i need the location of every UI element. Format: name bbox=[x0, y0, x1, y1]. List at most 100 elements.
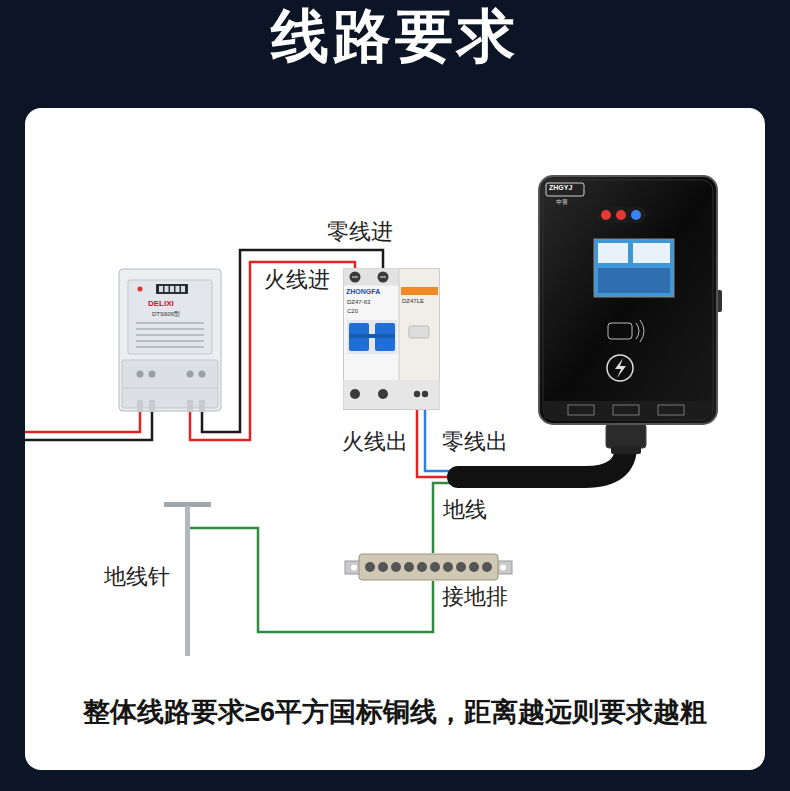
wire-label: 零线出 bbox=[440, 430, 510, 454]
ev-charger-part bbox=[658, 405, 684, 415]
circuit-breaker-part bbox=[344, 269, 440, 410]
electric-meter-part bbox=[199, 400, 205, 412]
circuit-breaker-part bbox=[409, 326, 429, 338]
circuit-breaker: ZHONGFA DZ47-63C20 DZ47LE bbox=[343, 268, 440, 410]
electric-meter-part bbox=[136, 328, 204, 330]
circuit-breaker-part bbox=[352, 276, 358, 277]
circuit-breaker-part bbox=[401, 287, 438, 295]
device-print: 中普 bbox=[556, 199, 568, 206]
electric-meter-part bbox=[176, 286, 180, 292]
ev-charger-part bbox=[608, 323, 632, 339]
ground-bar-part bbox=[351, 565, 357, 571]
circuit-breaker-part bbox=[380, 276, 386, 277]
circuit-breaker-part bbox=[378, 389, 388, 399]
electric-meter-part bbox=[137, 400, 143, 412]
ev-charger-part bbox=[613, 405, 639, 415]
ev-charger-part bbox=[607, 355, 633, 381]
electric-meter-part bbox=[156, 284, 188, 294]
wire-label: 地线 bbox=[441, 498, 489, 522]
ev-charger-part bbox=[598, 268, 670, 293]
ev-charger-part bbox=[616, 210, 626, 220]
ground-rod-part bbox=[190, 527, 215, 530]
ev-charger-part bbox=[601, 210, 611, 220]
electric-meter-art bbox=[118, 268, 222, 412]
ev-charger-part bbox=[594, 239, 674, 297]
ev-charger-part bbox=[598, 243, 628, 263]
electric-meter-part bbox=[136, 322, 204, 324]
electric-meter-part bbox=[138, 287, 143, 292]
circuit-breaker-part bbox=[344, 380, 440, 409]
supply-neutral-wire bbox=[25, 412, 152, 440]
circuit-breaker-part bbox=[347, 320, 397, 354]
ev-charger-part bbox=[615, 358, 626, 378]
device-print: DZ47-63 bbox=[347, 299, 370, 306]
page-title: 线路要求 bbox=[0, 4, 790, 68]
ground-bar-part bbox=[482, 562, 492, 572]
ev-charger-part bbox=[633, 243, 670, 263]
circuit-breaker-part bbox=[350, 272, 361, 283]
ground-rod: 地线针 bbox=[160, 500, 215, 660]
page-caption: 整体线路要求≥6平方国标铜线，距离越远则要求越粗 bbox=[0, 696, 790, 728]
device-print: DELIXI bbox=[148, 300, 174, 309]
device-print: ZHGYJ bbox=[549, 184, 572, 192]
ground-rod-part bbox=[185, 506, 190, 656]
electric-meter-part bbox=[170, 286, 174, 292]
ev-charger-part bbox=[636, 320, 644, 342]
device-print: DZ47LE bbox=[402, 298, 424, 305]
electric-meter-part bbox=[122, 388, 218, 389]
ground-bar-part bbox=[417, 562, 427, 572]
ground-bar-part bbox=[365, 562, 375, 572]
ground-bar: 接地排 bbox=[345, 553, 512, 581]
electric-meter-part bbox=[119, 269, 221, 411]
ground-bar-part bbox=[378, 562, 388, 572]
wire-label: 火线进 bbox=[262, 268, 332, 292]
ground-bar-art bbox=[345, 553, 512, 581]
part-label: 地线针 bbox=[104, 565, 170, 589]
ev-charger-part bbox=[631, 210, 641, 220]
ev-charger-part bbox=[543, 180, 713, 420]
cable-gland bbox=[606, 424, 646, 448]
electric-meter-part bbox=[187, 400, 193, 412]
ev-charger-part bbox=[596, 207, 646, 223]
electric-meter-part bbox=[165, 286, 169, 292]
ev-charger-part bbox=[544, 401, 712, 419]
white-panel bbox=[25, 108, 765, 770]
electric-meter-part bbox=[149, 400, 155, 412]
electric-meter-part bbox=[187, 371, 194, 378]
circuit-breaker-part bbox=[378, 272, 389, 283]
ground-bar-part bbox=[500, 565, 506, 571]
electric-meter-part bbox=[199, 371, 206, 378]
circuit-breaker-part bbox=[344, 269, 400, 286]
electric-meter-part bbox=[149, 371, 156, 378]
electric-meter-part bbox=[137, 371, 144, 378]
cable-gland-nut bbox=[611, 446, 641, 454]
circuit-breaker-part bbox=[422, 391, 428, 397]
electric-meter-part bbox=[159, 286, 163, 292]
ev-charger-art bbox=[538, 175, 718, 425]
wire-label: 零线进 bbox=[325, 220, 395, 244]
wire-connector bbox=[433, 425, 626, 553]
electric-meter-part bbox=[136, 334, 204, 336]
ground-bar-part bbox=[404, 562, 414, 572]
electric-meter: DELIXI DTS606型 bbox=[118, 268, 222, 412]
electric-meter-part bbox=[136, 340, 204, 342]
ground-bar-part bbox=[430, 562, 440, 572]
ev-charger-part bbox=[568, 405, 594, 415]
circuit-breaker-part bbox=[414, 391, 420, 397]
ground-bar-part bbox=[469, 562, 479, 572]
device-print: DTS606型 bbox=[152, 311, 180, 318]
ground-bar-part bbox=[391, 562, 401, 572]
device-print: ZHONGFA bbox=[346, 288, 380, 296]
device-print: C20 bbox=[347, 308, 358, 315]
wire-label: 火线出 bbox=[340, 430, 410, 454]
supply-live-wire bbox=[25, 412, 140, 432]
ground-bar-part bbox=[443, 562, 453, 572]
ground-bar-part bbox=[456, 562, 466, 572]
ev-charger-part bbox=[546, 183, 584, 196]
ground-bar-part bbox=[359, 554, 498, 580]
electric-meter-part bbox=[181, 286, 185, 292]
circuit-breaker-part bbox=[349, 334, 395, 338]
ev-charger: ZHGYJ 中普 bbox=[538, 175, 718, 425]
